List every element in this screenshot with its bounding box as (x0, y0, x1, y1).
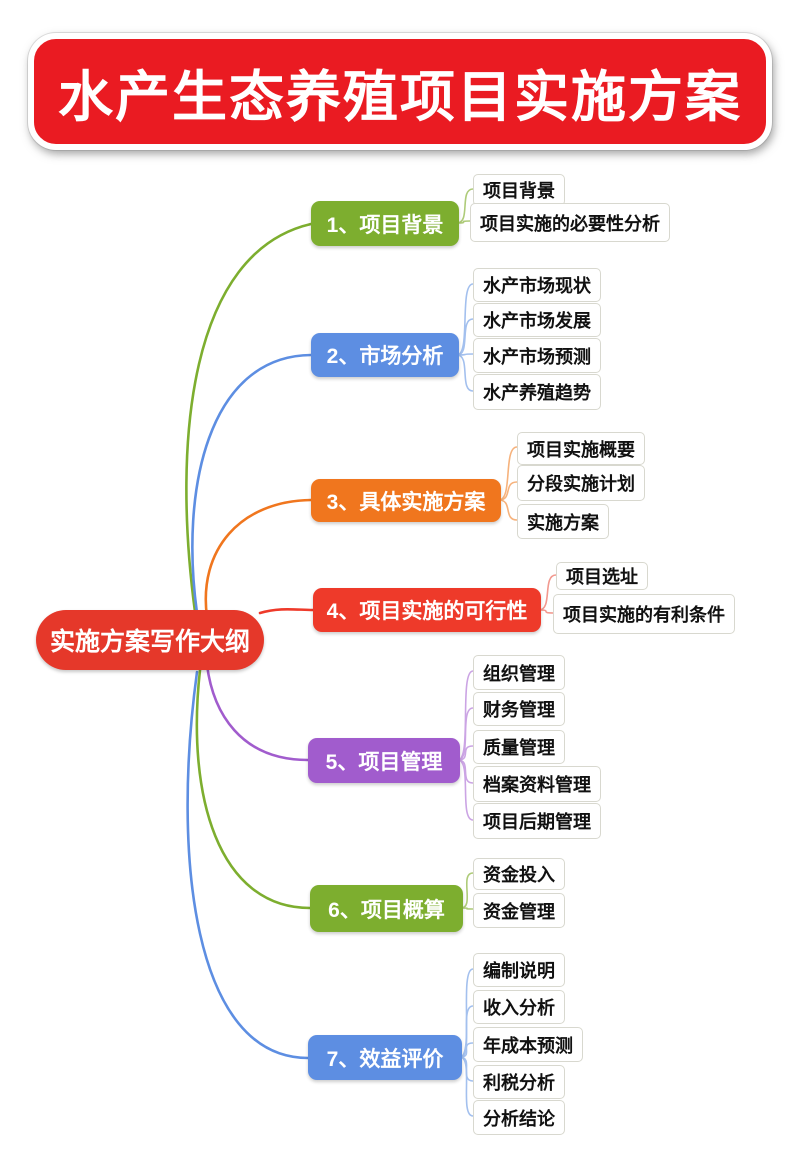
leaf-topic: 实施方案 (517, 504, 609, 539)
leaf-topic: 资金管理 (473, 893, 565, 928)
leaf-topic: 质量管理 (473, 730, 565, 764)
leaf-topic: 年成本预测 (473, 1027, 583, 1062)
leaf-connector (498, 446, 518, 501)
branch-connector (191, 353, 313, 615)
root-topic: 实施方案写作大纲 (36, 610, 264, 670)
leaf-topic: 收入分析 (473, 990, 565, 1024)
page-title: 水产生态养殖项目实施方案 (57, 65, 742, 128)
leaf-connector (456, 188, 474, 224)
leaf-topic: 项目实施的必要性分析 (470, 203, 670, 242)
leaf-topic: 项目实施概要 (517, 432, 645, 465)
branch-topic-6: 6、项目概算 (310, 885, 463, 932)
leaf-connector (456, 220, 471, 224)
leaf-connector (459, 1005, 474, 1058)
leaf-connector (460, 907, 474, 910)
branch-topic-1: 1、项目背景 (311, 201, 459, 246)
leaf-topic: 项目实施的有利条件 (553, 594, 735, 634)
leaf-connector (498, 481, 518, 501)
title-banner: 水产生态养殖项目实施方案 (28, 33, 772, 150)
leaf-connector (457, 707, 474, 761)
leaf-topic: 水产养殖趋势 (473, 374, 601, 410)
leaf-topic: 项目背景 (473, 174, 565, 206)
leaf-topic: 组织管理 (473, 655, 565, 690)
branch-topic-3: 3、具体实施方案 (311, 479, 501, 522)
leaf-topic: 财务管理 (473, 692, 565, 726)
leaf-topic: 项目选址 (556, 562, 648, 590)
leaf-topic: 水产市场预测 (473, 338, 601, 373)
branch-topic-7: 7、效益评价 (308, 1035, 462, 1080)
leaf-connector (456, 318, 474, 356)
leaf-connector (456, 354, 474, 392)
branch-topic-5: 5、项目管理 (308, 738, 460, 783)
leaf-connector (460, 872, 474, 909)
leaf-topic: 分段实施计划 (517, 465, 645, 501)
leaf-topic: 分析结论 (473, 1100, 565, 1135)
branch-connector (185, 222, 313, 614)
leaf-topic: 水产市场发展 (473, 303, 601, 337)
leaf-topic: 资金投入 (473, 858, 565, 890)
leaf-connector (457, 759, 474, 821)
leaf-topic: 水产市场现状 (473, 268, 601, 302)
leaf-connector (498, 499, 518, 521)
branch-connector (204, 498, 313, 619)
leaf-connector (457, 670, 474, 761)
branch-connector (186, 670, 310, 1060)
leaf-connector (456, 283, 474, 356)
branch-topic-2: 2、市场分析 (311, 333, 459, 377)
leaf-connector (459, 1056, 474, 1117)
branch-connector (205, 663, 310, 762)
leaf-topic: 编制说明 (473, 953, 565, 987)
leaf-topic: 利税分析 (473, 1065, 565, 1099)
leaf-connector (538, 609, 554, 614)
leaf-topic: 项目后期管理 (473, 803, 601, 839)
leaf-connector (538, 574, 557, 611)
branch-topic-4: 4、项目实施的可行性 (313, 588, 541, 632)
branch-connector (258, 607, 315, 615)
leaf-topic: 档案资料管理 (473, 766, 601, 802)
branch-connector (195, 668, 312, 910)
